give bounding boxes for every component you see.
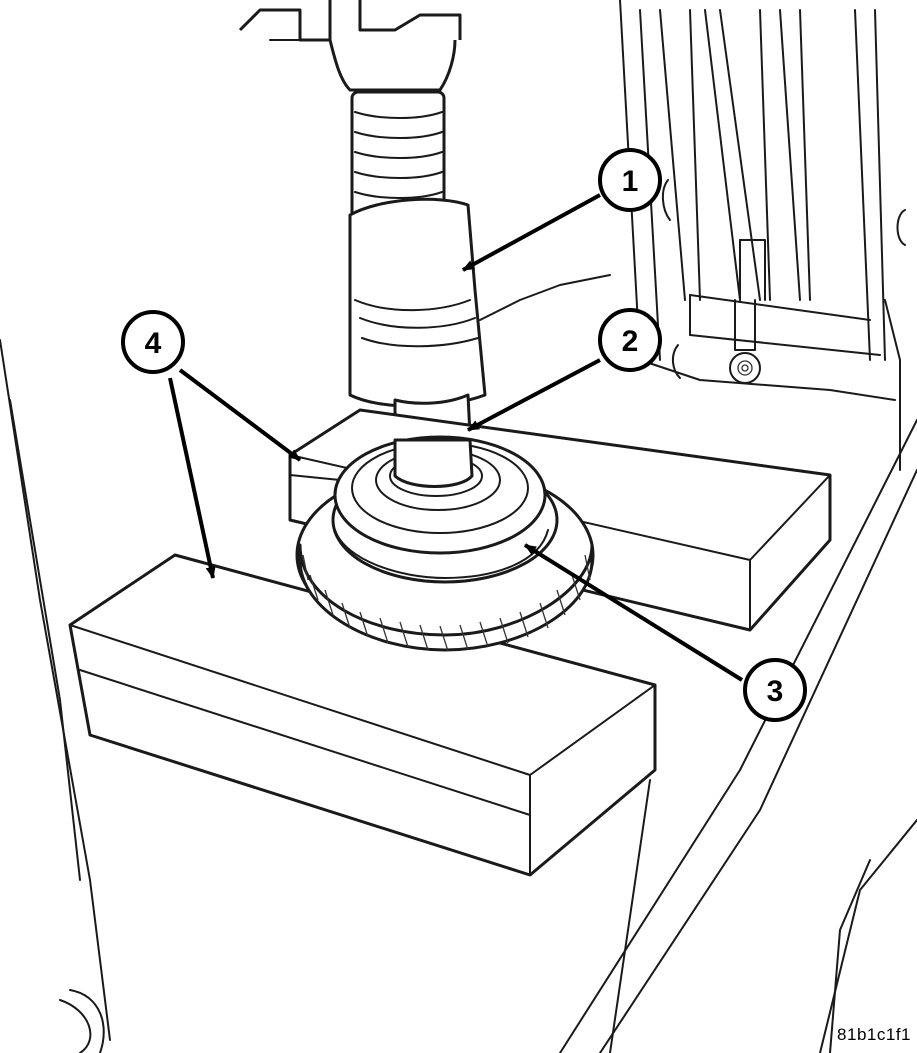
callout-4-label: 4 xyxy=(145,327,162,360)
callout-1: 1 xyxy=(598,148,662,212)
arrow-3 xyxy=(523,543,744,682)
callout-3-label: 3 xyxy=(767,675,784,708)
arrow-4a xyxy=(178,368,302,462)
callout-1-label: 1 xyxy=(622,165,639,198)
arrow-1 xyxy=(462,193,601,272)
press-ram xyxy=(350,90,446,224)
installer-tool xyxy=(348,197,487,408)
arrow-2 xyxy=(467,358,601,432)
callout-4: 4 xyxy=(121,310,185,374)
leader-arrows xyxy=(168,193,744,682)
callout-2-label: 2 xyxy=(622,325,639,358)
support-block-front xyxy=(68,553,657,877)
callout-3: 3 xyxy=(743,658,807,722)
arrow-4b xyxy=(168,377,216,579)
gear xyxy=(295,435,595,652)
press-head xyxy=(238,0,462,92)
callout-2: 2 xyxy=(598,308,662,372)
figure-id: 81b1c1f1 xyxy=(837,1025,911,1044)
work-table xyxy=(0,339,917,1053)
press-frame xyxy=(479,0,906,471)
